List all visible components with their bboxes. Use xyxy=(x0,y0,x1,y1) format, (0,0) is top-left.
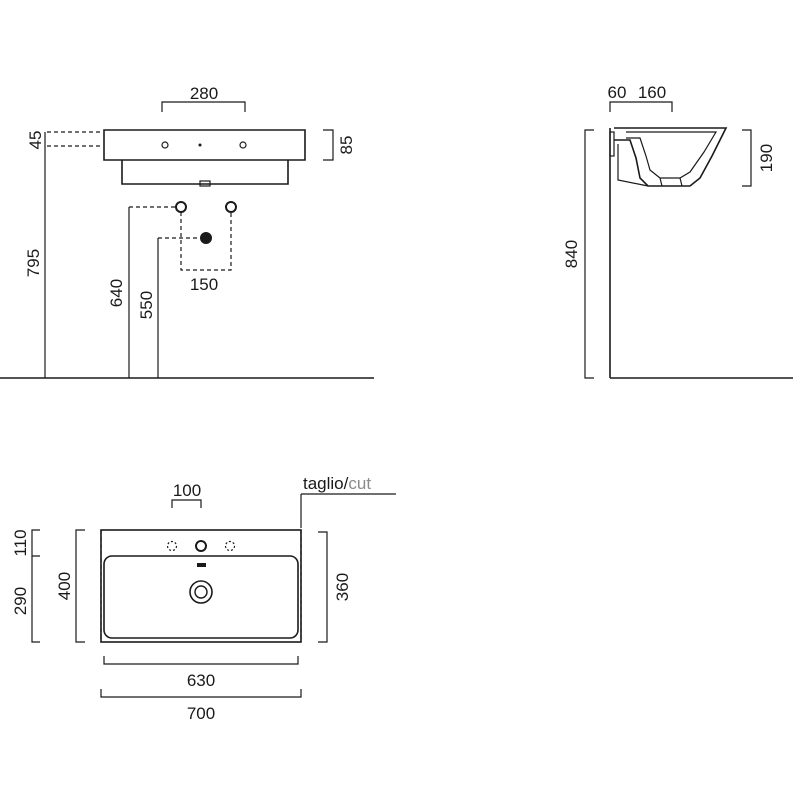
cut-label-main: taglio/ xyxy=(303,474,349,493)
dim-hole-spacing: 100 xyxy=(173,481,201,500)
dim-total-width: 700 xyxy=(187,704,215,723)
dim-60-line xyxy=(609,101,626,112)
dim-290-line xyxy=(31,556,40,643)
front-view: 280 45 85 795 640 550 150 xyxy=(0,84,374,379)
basin-section-inner xyxy=(626,131,718,179)
dim-840-line xyxy=(584,129,594,379)
dim-160-line xyxy=(626,101,673,112)
dim-total-height: 795 xyxy=(24,249,43,277)
dim-drain-height: 550 xyxy=(137,291,156,319)
tap-hole-center xyxy=(198,143,202,147)
dim-wall-offset: 60 xyxy=(608,83,627,102)
dim-supply-spacing: 150 xyxy=(190,275,218,294)
dim-400-line xyxy=(75,529,85,643)
dim-bowl-depth-side: 190 xyxy=(757,144,776,172)
drain-waste-point xyxy=(200,232,212,244)
dim-150-line xyxy=(180,212,232,271)
drain-outlet xyxy=(199,180,211,187)
supply-valve-right xyxy=(225,201,237,213)
dim-drain-offset: 160 xyxy=(638,83,666,102)
dim-85-line xyxy=(323,129,334,161)
dim-front-band: 110 xyxy=(11,529,30,556)
tap-hole-center-plan xyxy=(195,540,207,552)
drain-plan-inner xyxy=(194,585,208,599)
dim-inner-width: 630 xyxy=(187,671,215,690)
tap-hole-right-plan xyxy=(224,540,236,552)
wall-bracket xyxy=(609,131,615,157)
basin-rear-wall xyxy=(617,144,649,187)
overflow-slot xyxy=(197,563,206,567)
plan-view: 100 taglio/cut 110 290 400 360 630 700 xyxy=(11,474,396,723)
basin-section-outer xyxy=(614,127,728,187)
dim-top-width: 280 xyxy=(190,84,218,103)
tap-hole-left xyxy=(161,141,169,149)
tap-hole-right xyxy=(239,141,247,149)
dim-inner-depth: 360 xyxy=(333,573,352,601)
dim-supply-height: 640 xyxy=(107,279,126,307)
bowl-plan xyxy=(103,555,299,639)
dim-rim-height: 85 xyxy=(337,136,356,155)
dim-190-line xyxy=(742,129,752,187)
cut-label: taglio/cut xyxy=(303,474,371,493)
dim-bowl-depth-plan: 290 xyxy=(11,587,30,615)
dim-630-line xyxy=(103,656,299,665)
drain-stub xyxy=(659,177,683,187)
dim-360-line xyxy=(318,531,328,643)
side-view: 60 160 190 840 xyxy=(562,83,793,379)
basin-bowl-body xyxy=(121,160,289,185)
dim-side-rim-height: 840 xyxy=(562,240,581,268)
supply-valve-left xyxy=(175,201,187,213)
dim-280-line xyxy=(161,101,246,112)
dim-total-depth: 400 xyxy=(55,572,74,600)
dim-100-line xyxy=(171,499,202,508)
dim-700-line xyxy=(100,689,302,698)
dim-110-line xyxy=(31,529,40,557)
tap-hole-left-plan xyxy=(166,540,178,552)
dim-top-thickness: 45 xyxy=(26,131,45,150)
drain-plan-outer xyxy=(189,580,213,604)
cut-label-alt: cut xyxy=(348,474,371,493)
basin-top-slab xyxy=(103,129,306,161)
